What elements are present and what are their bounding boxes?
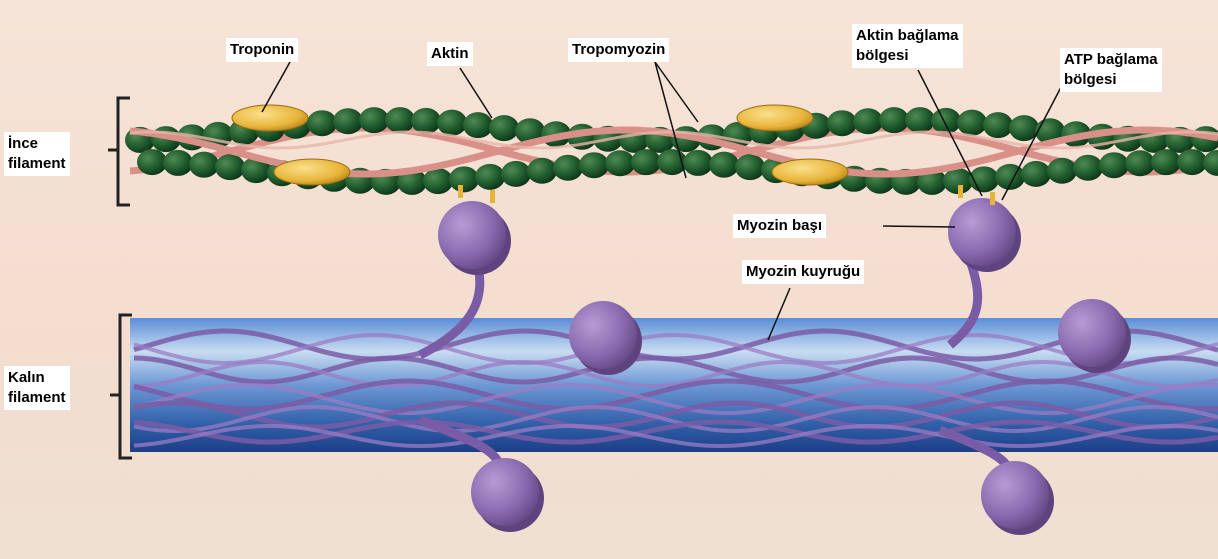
actin-bead — [189, 152, 219, 178]
binding-site-marker — [990, 192, 995, 205]
myosin-head — [569, 301, 637, 369]
myosin-head — [1058, 299, 1126, 367]
actin-bead — [215, 154, 245, 180]
actin-bead — [463, 112, 493, 138]
actin-bead — [137, 149, 167, 175]
actin-bead — [1099, 152, 1129, 178]
actin-bead — [879, 107, 909, 133]
actin-bead — [163, 150, 193, 176]
label-myozin-basi: Myozin başı — [733, 214, 826, 238]
actin-bead — [475, 164, 505, 190]
actin-bead — [553, 155, 583, 181]
actin-bead — [631, 149, 661, 175]
brackets — [108, 98, 132, 458]
myosin-head — [471, 458, 539, 526]
actin-bead — [931, 108, 961, 134]
thin-filament-bracket — [108, 98, 130, 205]
troponin-complex — [772, 159, 848, 185]
actin-bead — [307, 110, 337, 136]
actin-bead — [579, 152, 609, 178]
actin-bead — [1021, 161, 1051, 187]
label-tropomyozin: Tropomyozin — [568, 38, 669, 62]
actin-bead — [735, 154, 765, 180]
thick-filament — [130, 318, 1218, 452]
actin-bead — [1047, 158, 1077, 184]
actin-bead — [501, 161, 531, 187]
myosin-head — [948, 198, 1016, 266]
label-troponin: Troponin — [226, 38, 298, 62]
actin-bead — [1151, 149, 1181, 175]
actin-bead — [527, 158, 557, 184]
troponin-complex — [274, 159, 350, 185]
thick-filament-bracket — [110, 315, 132, 458]
actin-bead — [853, 108, 883, 134]
actin-bead — [423, 168, 453, 194]
actin-bead — [411, 108, 441, 134]
actin-bead — [683, 150, 713, 176]
actin-bead — [1177, 149, 1207, 175]
binding-site-marker — [458, 185, 463, 198]
myosin-head — [981, 461, 1049, 529]
actin-bead — [709, 152, 739, 178]
actin-bead — [957, 110, 987, 136]
binding-site-marker — [958, 185, 963, 198]
actin-bead — [385, 107, 415, 133]
aktin-leader — [460, 68, 492, 118]
actin-bead — [333, 108, 363, 134]
troponin-complex — [232, 105, 308, 131]
actin-bead — [983, 112, 1013, 138]
actin-bead — [449, 166, 479, 192]
tropomyozin-leader — [655, 62, 698, 122]
leader-lines — [262, 62, 1070, 340]
actin-bead — [437, 110, 467, 136]
thin-filament — [125, 105, 1218, 195]
myozin-basi-leader — [883, 226, 955, 227]
actin-bead — [1125, 150, 1155, 176]
actin-bead — [905, 107, 935, 133]
binding-site-marker — [490, 190, 495, 203]
actin-bead — [1203, 150, 1218, 176]
actin-bead — [1073, 155, 1103, 181]
myosin-head — [438, 201, 506, 269]
actin-bead — [827, 110, 857, 136]
actin-bead — [605, 150, 635, 176]
troponin-leader — [262, 62, 290, 112]
actin-bead — [489, 115, 519, 141]
label-aktin: Aktin — [427, 42, 473, 66]
actin-bead — [359, 107, 389, 133]
troponin-complex — [737, 105, 813, 131]
label-myozin-kuyrugu: Myozin kuyruğu — [742, 260, 864, 284]
